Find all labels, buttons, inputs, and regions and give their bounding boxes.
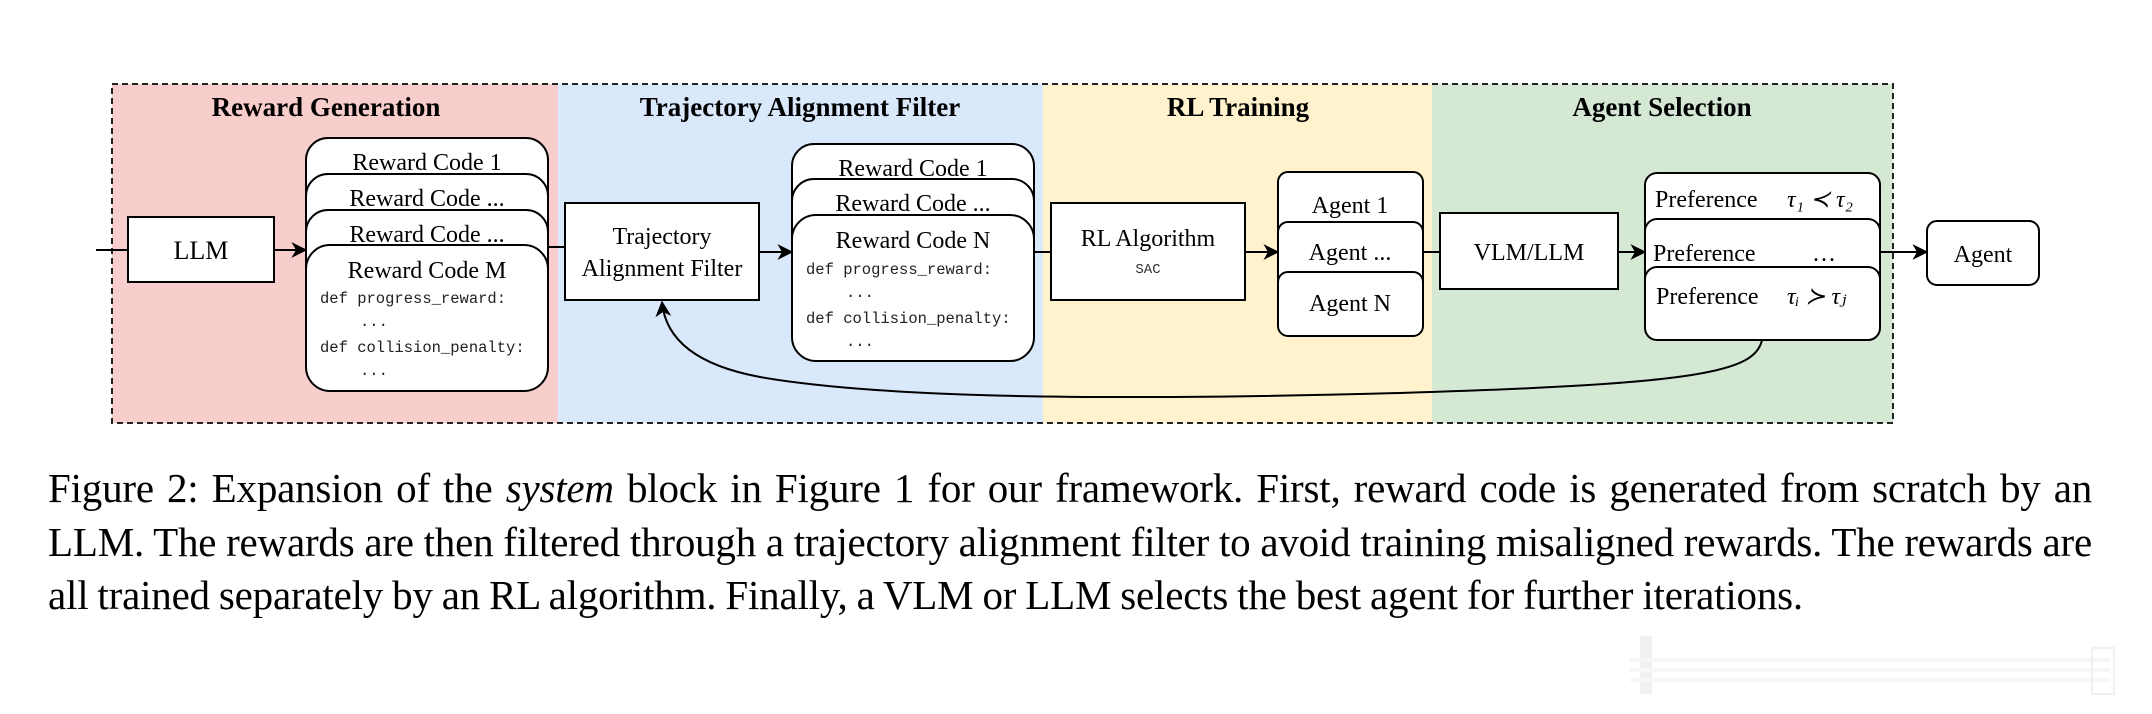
trajectory-filter-label-line2: Alignment Filter xyxy=(582,256,743,282)
output-agent-label: Agent xyxy=(1954,242,2013,268)
reward-card-title: Reward Code ... xyxy=(349,186,504,212)
reward-card-title: Reward Code 1 xyxy=(838,156,987,182)
reward-card xyxy=(791,214,1035,362)
caption-label: Figure 2: xyxy=(48,465,199,511)
preference-relation: τ₁ ≺ τ₂ xyxy=(1787,187,1853,213)
reward-code-stack-m: Reward Code 1 Reward Code ... Reward Cod… xyxy=(305,137,549,392)
code-line: def progress_reward: xyxy=(320,290,506,308)
agents-stack: Agent 1 Agent ... Agent N xyxy=(1277,171,1424,337)
caption-text-after: block in Figure 1 for our framework. Fir… xyxy=(48,465,2093,619)
caption-text-before: Expansion of the xyxy=(198,465,506,511)
agent-card-label: Agent N xyxy=(1309,291,1391,317)
rl-algorithm-label: RL Algorithm xyxy=(1081,226,1216,252)
preference-label: Preference xyxy=(1653,241,1756,267)
section-title-rl-training: RL Training xyxy=(1167,92,1310,122)
output-agent-box xyxy=(1926,220,2040,286)
preference-relation: … xyxy=(1812,241,1836,267)
vlm-llm-label: VLM/LLM xyxy=(1474,240,1585,266)
code-line: ... xyxy=(360,313,388,331)
reward-card-title: Reward Code N xyxy=(836,228,991,254)
rl-algorithm-subtitle: SAC xyxy=(1135,262,1160,278)
system-boundary xyxy=(111,83,1894,424)
code-line: ... xyxy=(846,284,874,302)
reward-code-stack-n: Reward Code 1 Reward Code ... Reward Cod… xyxy=(791,143,1035,362)
code-line: ... xyxy=(360,362,388,380)
reward-card-title: Reward Code M xyxy=(348,258,507,284)
trajectory-filter-box xyxy=(564,202,760,301)
section-title-trajectory-alignment-filter: Trajectory Alignment Filter xyxy=(640,92,960,122)
framework-diagram: Reward Generation Trajectory Alignment F… xyxy=(96,83,2040,424)
watermark-logo xyxy=(1630,636,2115,695)
code-line: ... xyxy=(846,333,874,351)
feedback-arrow xyxy=(655,300,1763,399)
agent-card-label: Agent ... xyxy=(1309,240,1392,266)
agent-card-label: Agent 1 xyxy=(1312,193,1389,219)
reward-card-title: Reward Code ... xyxy=(835,191,990,217)
preference-card xyxy=(1644,266,1881,341)
trajectory-filter-label-line1: Trajectory xyxy=(612,224,711,250)
preferences-stack: Preference τ₁ ≺ τ₂ Preference … Preferen… xyxy=(1644,172,1881,341)
vlm-llm-box xyxy=(1439,212,1619,290)
llm-box xyxy=(127,216,275,283)
reward-card-title: Reward Code ... xyxy=(349,222,504,248)
code-line: def collision_penalty: xyxy=(806,310,1011,328)
agent-card xyxy=(1277,271,1424,337)
caption-italic-term: system xyxy=(505,465,614,511)
section-title-agent-selection: Agent Selection xyxy=(1572,92,1751,122)
reward-card xyxy=(305,244,549,392)
preference-relation: τᵢ ≻ τⱼ xyxy=(1787,284,1847,310)
reward-card-title: Reward Code 1 xyxy=(352,150,501,176)
rl-algorithm-box xyxy=(1050,202,1246,301)
preference-label: Preference xyxy=(1656,284,1759,310)
section-title-reward-generation: Reward Generation xyxy=(212,92,441,122)
code-line: def collision_penalty: xyxy=(320,339,525,357)
figure-caption: Figure 2: Expansion of the system block … xyxy=(48,462,2092,623)
preference-label: Preference xyxy=(1655,187,1758,213)
code-line: def progress_reward: xyxy=(806,261,992,279)
llm-label: LLM xyxy=(174,236,229,265)
